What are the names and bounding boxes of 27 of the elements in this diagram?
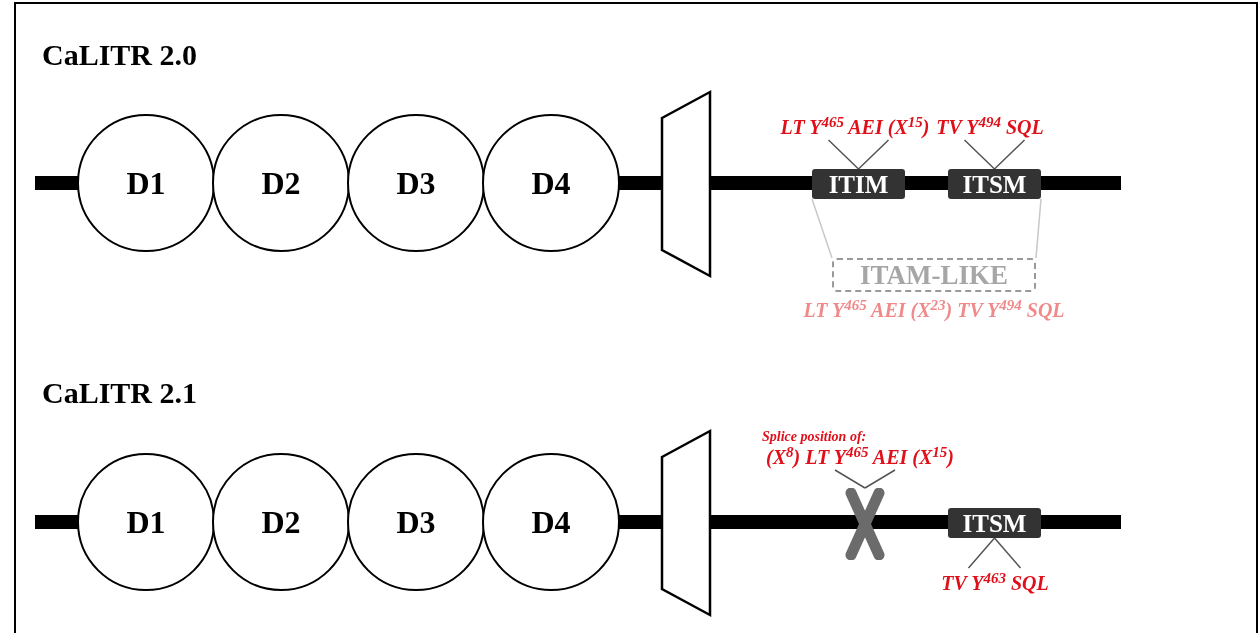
note-text: Splice position of:	[761, 427, 867, 445]
sequence-text: LT Y$^{465}$ AEI (X$^{23}$) TV Y$^{494}$ SQL	[803, 300, 1065, 320]
domain-label: D3	[396, 164, 436, 203]
motif-box: ITIM	[812, 169, 905, 199]
domain-label: D3	[396, 503, 436, 542]
domain-label: D2	[261, 164, 301, 203]
domain-label: D1	[126, 503, 166, 542]
panel-title: CaLITR 2.1	[42, 378, 198, 408]
domain-label: D4	[531, 164, 571, 203]
sequence-text: TV Y$^{494}$ SQL	[936, 115, 1044, 140]
dashed-motif-box: ITAM-LIKE	[832, 258, 1036, 292]
splice-cross-mark	[845, 488, 885, 560]
domain-label: D2	[261, 503, 301, 542]
motif-box: ITSM	[948, 508, 1041, 538]
leader-line	[827, 139, 890, 170]
leader-line	[963, 139, 1026, 170]
domain-label: D4	[531, 503, 571, 542]
panel-title: CaLITR 2.0	[42, 40, 198, 70]
motif-box: ITSM	[948, 169, 1041, 199]
leader-line	[1035, 198, 1042, 259]
leader-line	[967, 537, 1022, 569]
domain-label: D1	[126, 164, 166, 203]
leader-line	[834, 469, 896, 489]
sequence-text: (X$^{8}$) LT Y$^{465}$ AEI (X$^{15}$)	[766, 445, 954, 470]
leader-line	[811, 198, 833, 259]
sequence-text: TV Y$^{463}$ SQL	[941, 571, 1049, 596]
sequence-text: LT Y$^{465}$ AEI (X$^{15}$)	[780, 115, 930, 140]
